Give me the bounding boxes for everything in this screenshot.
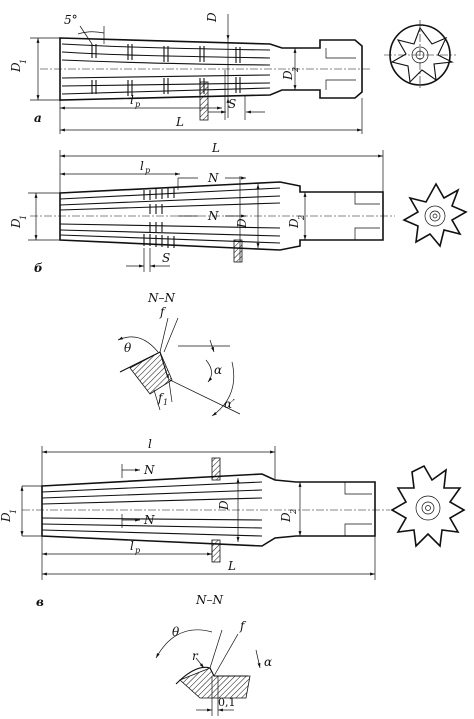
d-label-b: D (235, 218, 249, 229)
end-view-a (384, 20, 456, 90)
n-mid-label-b: N (207, 209, 219, 223)
alpha-label-b: α (214, 363, 222, 377)
figure-a-marker: а (34, 111, 42, 125)
lp-sub-c: р (135, 546, 140, 555)
tooth-hatch-b (129, 351, 173, 395)
n-top-label-c: N (143, 463, 155, 477)
wall-hatch-c-bottom (211, 539, 221, 563)
d1-sub-a: 1 (19, 59, 28, 64)
l-label-a: L (175, 115, 184, 129)
lp-label-a: l (130, 93, 134, 107)
l-label-b: L (211, 141, 220, 155)
lp-sub-a: р (135, 100, 140, 109)
d1-sub-b: 1 (19, 215, 28, 220)
d1-label-c: D (0, 512, 13, 523)
d-label-c: D (217, 500, 231, 511)
d1-label-b: D (9, 218, 23, 229)
figure-c: l N N D D 1 D 2 l р L в (0, 437, 466, 609)
d2-sub-b: 2 (297, 215, 306, 221)
theta-label-b: θ (124, 341, 132, 355)
n-bottom-label-c: N (143, 513, 155, 527)
f1-label-b: f (157, 391, 165, 405)
angle-label-a: 5° (64, 13, 78, 27)
flutes-a (61, 43, 271, 96)
lp-sub-b: р (145, 166, 150, 175)
figure-c-marker: в (36, 595, 44, 609)
s-label-b: S (162, 251, 170, 265)
alpha-prime-label-b: α′ (224, 397, 235, 411)
f-label-c: f (239, 619, 247, 633)
d2-sub-c: 2 (289, 509, 298, 515)
section-b: N–N f θ α f 1 α′ (117, 291, 241, 417)
d2-label-c: D (279, 512, 293, 523)
s-label-a: S (228, 97, 236, 111)
d2-sub-a: 2 (291, 67, 300, 73)
f1-sub-b: 1 (163, 398, 168, 407)
figure-b: L l р N N D D 1 D 2 S б (9, 141, 468, 275)
flutes-c (41, 481, 263, 537)
wall-hatch-a (199, 81, 209, 121)
dim-label-c: 0,1 (218, 696, 236, 709)
alpha-label-c: α (264, 655, 272, 669)
d1-label-a: D (9, 62, 23, 73)
figure-a: 5° D D 1 D 2 l р S L а (9, 12, 456, 134)
l-total-label-c: L (227, 559, 236, 573)
d2-label-b: D (287, 218, 301, 229)
wall-hatch-c-top (211, 457, 221, 481)
flutes-b (59, 187, 281, 248)
figure-b-marker: б (34, 261, 43, 275)
lp-label-b: l (140, 159, 144, 173)
end-view-b (402, 182, 468, 248)
d2-label-a: D (281, 70, 295, 81)
l-label-c: l (148, 437, 152, 451)
f-label-b: f (159, 305, 167, 319)
section-c-title: N–N (195, 593, 224, 607)
end-view-c (390, 464, 466, 548)
section-c: N–N θ f r α 0,1 (155, 593, 272, 716)
d1-sub-c: 1 (9, 509, 18, 514)
theta-label-c: θ (172, 625, 180, 639)
r-label-c: r (192, 649, 199, 663)
section-b-title: N–N (147, 291, 176, 305)
lp-label-c: l (130, 539, 134, 553)
wall-hatch-b (233, 239, 243, 263)
n-top-label-b: N (207, 171, 219, 185)
d-label-a: D (205, 12, 219, 23)
